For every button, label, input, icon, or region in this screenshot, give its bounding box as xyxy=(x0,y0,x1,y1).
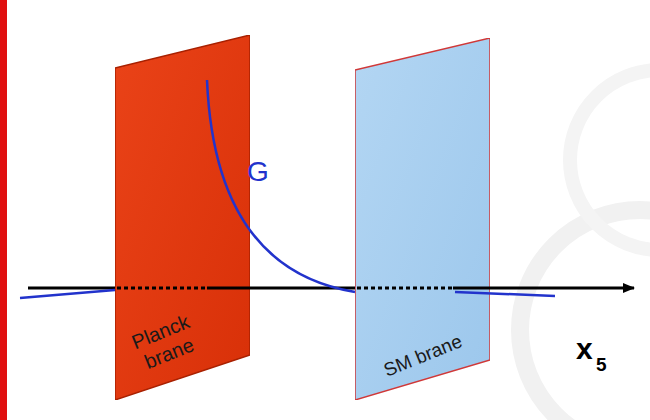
graviton-label: G xyxy=(247,158,269,186)
x5-axis-hidden xyxy=(357,287,452,290)
x5-axis-hidden xyxy=(117,287,206,290)
sm-brane: SM brane xyxy=(355,38,490,400)
graviton-profile xyxy=(455,292,555,296)
graviton-profile xyxy=(207,80,355,292)
planck-brane: Planck brane xyxy=(115,35,250,400)
graviton-profile xyxy=(20,290,115,298)
axis-subscript: 5 xyxy=(596,355,607,374)
axis-label: x xyxy=(576,334,593,364)
x5-axis xyxy=(453,287,634,290)
x5-axis xyxy=(28,287,115,290)
side-bar xyxy=(0,0,7,420)
decor-swirl xyxy=(570,70,650,250)
x5-axis xyxy=(207,287,355,290)
